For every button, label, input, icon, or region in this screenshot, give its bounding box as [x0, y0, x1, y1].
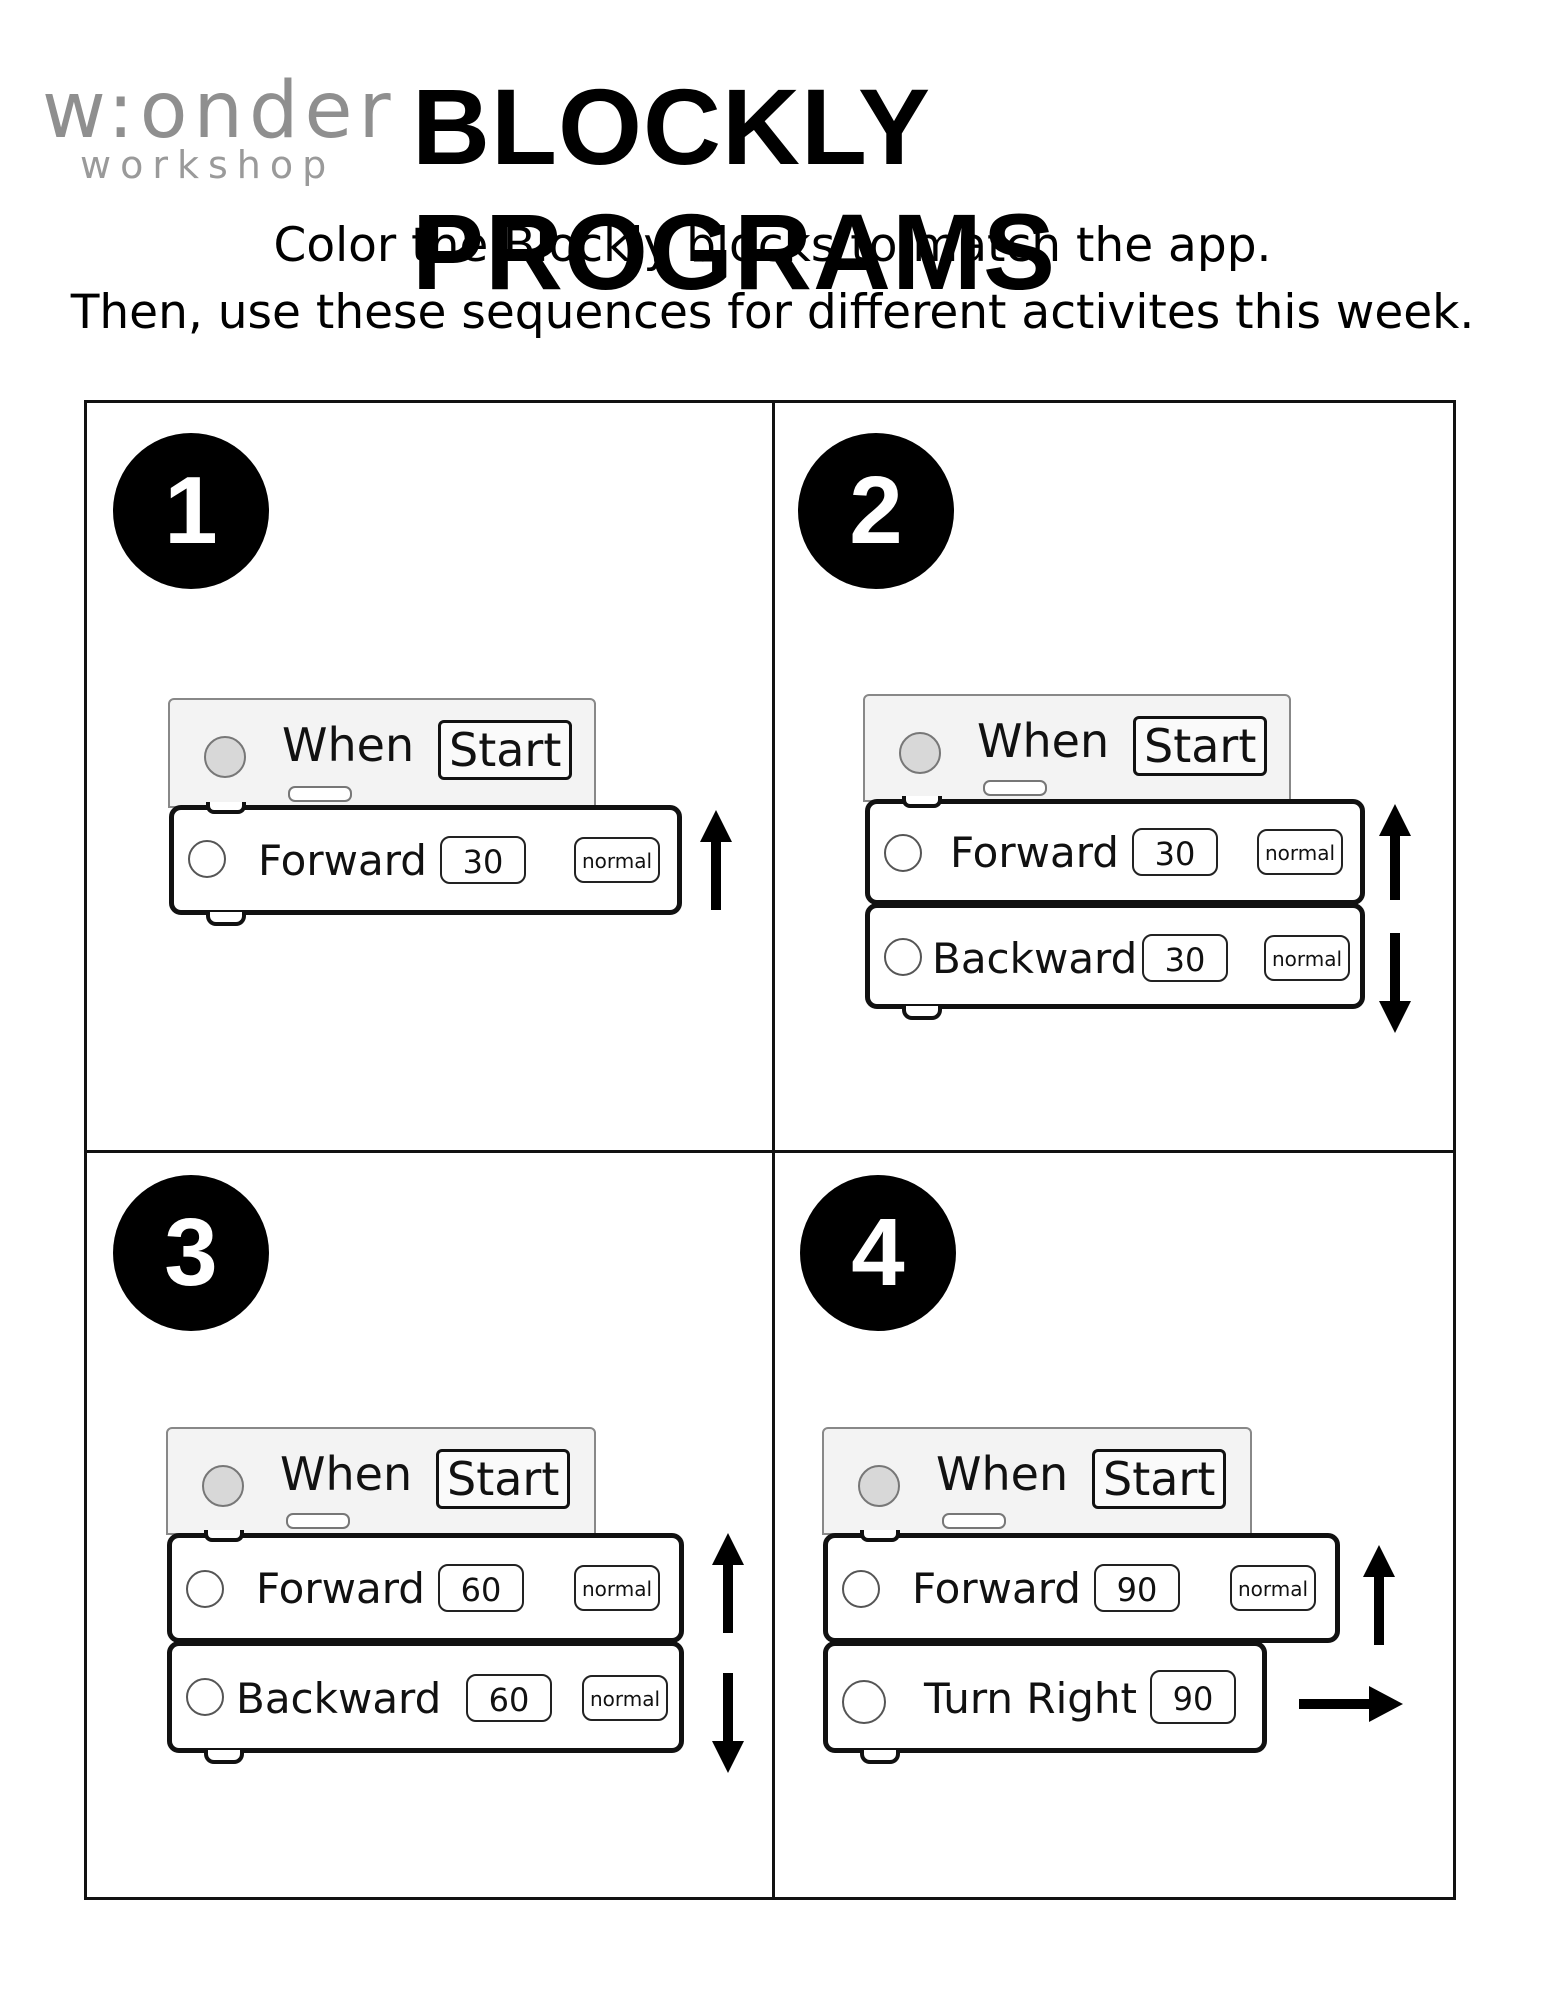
block-status-dot — [204, 736, 246, 778]
block-label: Backward — [236, 1674, 442, 1723]
down-arrow-icon — [1377, 933, 1413, 1033]
down-arrow-icon — [710, 1673, 746, 1773]
logo-subtext: workshop — [80, 143, 336, 187]
forward-block: Forward 30 normal — [169, 802, 682, 926]
block-speed: normal — [582, 1675, 668, 1721]
turn-right-block: Turn Right 90 — [823, 1641, 1267, 1764]
block-value: 90 — [1094, 1564, 1180, 1612]
when-label: When — [977, 714, 1110, 768]
when-start-block: When Start — [168, 698, 596, 808]
program-number-badge: 2 — [798, 433, 954, 589]
backward-block: Backward 60 normal — [167, 1641, 684, 1764]
block-status-dot — [842, 1680, 886, 1724]
block-tab — [286, 1513, 350, 1529]
block-status-dot — [842, 1570, 880, 1608]
block-status-dot — [186, 1678, 224, 1716]
block-speed: normal — [574, 837, 660, 883]
block-value: 30 — [1142, 934, 1228, 982]
block-speed: normal — [1230, 1565, 1316, 1611]
instruction-line-2: Then, use these sequences for different … — [70, 285, 1475, 340]
block-label: Forward — [912, 1564, 1081, 1613]
block-notch — [860, 1750, 900, 1764]
block-notch — [902, 1006, 942, 1020]
logo-wordmark: w:onder — [42, 66, 397, 156]
program-number-badge: 1 — [113, 433, 269, 589]
start-trigger: Start — [438, 720, 573, 780]
block-status-dot — [188, 840, 226, 878]
block-status-dot — [858, 1465, 900, 1507]
when-label: When — [282, 718, 415, 772]
block-speed: normal — [1264, 935, 1350, 981]
block-tab — [288, 786, 352, 802]
program-grid: 1 When Start Forward 30 normal 2 When St… — [84, 400, 1456, 1900]
block-notch — [206, 912, 246, 926]
block-status-dot — [899, 732, 941, 774]
block-label: Forward — [258, 836, 427, 885]
start-trigger: Start — [1092, 1449, 1227, 1509]
block-notch — [860, 1530, 900, 1542]
block-label: Turn Right — [924, 1674, 1137, 1723]
forward-block: Forward 60 normal — [167, 1530, 684, 1643]
backward-block: Backward 30 normal — [865, 903, 1365, 1020]
block-notch — [206, 802, 246, 814]
block-tab — [942, 1513, 1006, 1529]
block-notch — [204, 1750, 244, 1764]
block-notch — [204, 1530, 244, 1542]
block-value: 60 — [466, 1674, 552, 1722]
block-status-dot — [186, 1570, 224, 1608]
instruction-line-1: Color the Blockly blocks to match the ap… — [273, 218, 1272, 273]
block-notch — [902, 796, 942, 808]
up-arrow-icon — [1377, 804, 1413, 900]
block-status-dot — [202, 1465, 244, 1507]
block-status-dot — [884, 834, 922, 872]
forward-block: Forward 90 normal — [823, 1530, 1340, 1643]
up-arrow-icon — [1361, 1545, 1397, 1645]
up-arrow-icon — [710, 1533, 746, 1633]
right-arrow-icon — [1299, 1684, 1403, 1724]
program-number-badge: 4 — [800, 1175, 956, 1331]
forward-block: Forward 30 normal — [865, 796, 1365, 905]
program-number-badge: 3 — [113, 1175, 269, 1331]
grid-divider-horizontal — [87, 1150, 1453, 1153]
block-speed: normal — [1257, 829, 1343, 875]
when-start-block: When Start — [822, 1427, 1252, 1535]
start-trigger: Start — [436, 1449, 571, 1509]
block-value: 30 — [1132, 828, 1218, 876]
when-label: When — [936, 1447, 1069, 1501]
when-start-block: When Start — [166, 1427, 596, 1535]
block-status-dot — [884, 938, 922, 976]
block-speed: normal — [574, 1565, 660, 1611]
block-value: 60 — [438, 1564, 524, 1612]
block-value: 90 — [1150, 1670, 1236, 1724]
when-label: When — [280, 1447, 413, 1501]
block-label: Backward — [932, 934, 1138, 983]
block-tab — [983, 780, 1047, 796]
start-trigger: Start — [1133, 716, 1268, 776]
block-label: Forward — [256, 1564, 425, 1613]
block-label: Forward — [950, 828, 1119, 877]
page-title: BLOCKLY PROGRAMS — [412, 66, 1057, 312]
block-value: 30 — [440, 836, 526, 884]
up-arrow-icon — [698, 810, 734, 910]
when-start-block: When Start — [863, 694, 1291, 802]
